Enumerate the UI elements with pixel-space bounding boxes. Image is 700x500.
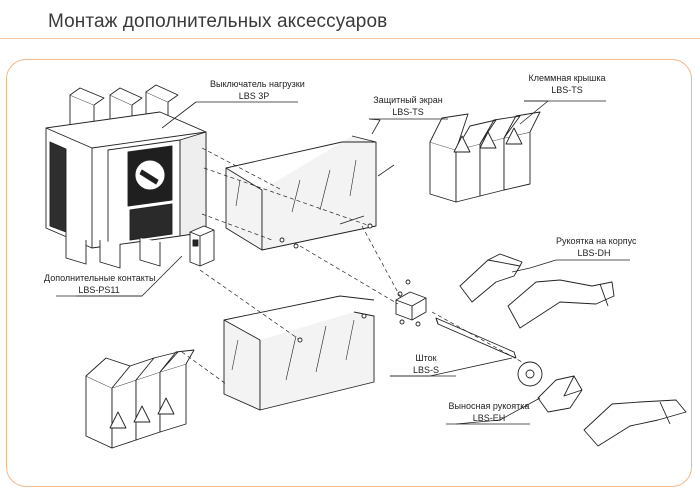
rod-name: Шток (415, 353, 437, 363)
terminal-cover-name: Клеммная крышка (528, 73, 606, 83)
rod-illustration (435, 317, 517, 359)
upper-shield-illustration (225, 135, 377, 251)
rod-code: LBS-S (412, 365, 439, 375)
shaft-adapter-illustration (395, 279, 427, 327)
page-title: Монтаж дополнительных аксессуаров (48, 11, 388, 32)
ext-handle-name: Выносная рукоятка (448, 401, 530, 411)
shield-name: Защитный экран (373, 95, 443, 105)
switch-label: Выключатель нагрузки LBS 3P (210, 78, 305, 102)
external-handle-illustration (517, 361, 687, 447)
aux-contacts-name: Дополнительные контакты (44, 273, 156, 283)
ext-handle-code: LBS-EH (472, 413, 506, 423)
diagram-frame (6, 59, 692, 487)
load-switch-illustration (45, 84, 207, 269)
terminal-cover-bottom-illustration (85, 349, 195, 449)
ext-handle-label: Выносная рукоятка LBS-EH (446, 400, 532, 424)
terminal-cover-label: Клеммная крышка LBS-TS (527, 72, 607, 96)
aux-contacts-code: LBS-PS11 (78, 285, 120, 295)
aux-contacts-illustration (189, 225, 215, 267)
terminal-cover-code: LBS-TS (551, 85, 583, 95)
case-handle-name: Рукоятка на корпус (556, 236, 637, 246)
case-handle-code: LBS-DH (577, 248, 611, 258)
rod-label: Шток LBS-S (396, 352, 456, 376)
shield-code: LBS-TS (392, 107, 424, 117)
title-underline (0, 38, 700, 39)
aux-contacts-label: Дополнительные контакты LBS-PS11 (44, 272, 156, 296)
terminal-cover-top-illustration (429, 111, 541, 203)
case-handle-label: Рукоятка на корпус LBS-DH (556, 235, 637, 259)
lower-shield-illustration (223, 295, 375, 411)
switch-code: LBS 3P (238, 91, 270, 101)
switch-name: Выключатель нагрузки (210, 79, 305, 89)
case-handle-illustration (459, 253, 615, 329)
shield-label: Защитный экран LBS-TS (368, 94, 448, 118)
